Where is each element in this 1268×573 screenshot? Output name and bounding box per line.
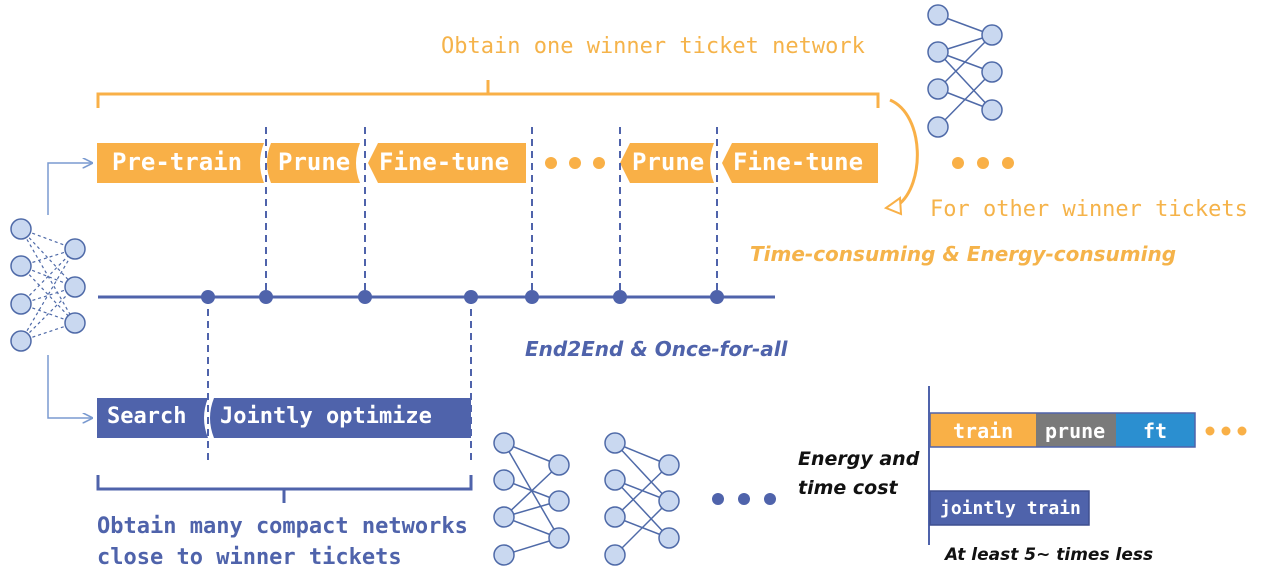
- stage-finetune-2-label: Fine-tune: [733, 148, 864, 176]
- axis-label-2: time cost: [798, 477, 898, 499]
- curved-arrow-icon: [889, 98, 919, 207]
- comparison-note: At least 5~ times less: [945, 545, 1154, 565]
- stage-jointly-shape: [210, 398, 471, 438]
- stage-prune-1-label: Prune: [278, 148, 351, 176]
- bar-train-segment: [930, 413, 1036, 447]
- top-pipeline: [97, 143, 878, 183]
- stage-finetune-1-label: Fine-tune: [379, 148, 510, 176]
- top-brace: [96, 80, 880, 108]
- cost-label: Time-consuming & Energy-consuming: [750, 242, 1177, 266]
- top-brace-label: Obtain one winner ticket network: [441, 34, 865, 59]
- ellipsis-icon: [712, 493, 776, 505]
- stage-search-label: Search: [107, 404, 187, 429]
- bottom-pipeline: [97, 398, 471, 438]
- bar-prune-segment: [1036, 413, 1116, 447]
- stage-search-shape: [97, 398, 208, 438]
- method-label: End2End & Once-for-all: [525, 337, 788, 361]
- stage-pretrain-shape: [97, 143, 264, 183]
- bar-train-label: train: [953, 419, 1014, 443]
- stage-prune-2-shape: [620, 143, 714, 183]
- ellipsis-icon: [545, 157, 605, 169]
- bottom-brace-label-2: close to winner tickets: [97, 545, 402, 570]
- stage-finetune-1-shape: [368, 143, 526, 183]
- bottom-brace: [96, 475, 473, 503]
- timeline-dots: [201, 290, 724, 304]
- network-icon: [927, 4, 1003, 138]
- bar-jointly-train: [929, 490, 1090, 526]
- stage-prune-2-label: Prune: [632, 148, 705, 176]
- ellipsis-icon: [1205, 426, 1247, 436]
- stage-jointly-label: Jointly optimize: [220, 404, 432, 429]
- bar-jointly-train-label: jointly train: [940, 498, 1081, 519]
- input-arrows: [47, 163, 92, 418]
- bar-ft-label: ft: [1143, 419, 1168, 443]
- other-tickets-label: For other winner tickets: [930, 197, 1248, 222]
- curved-arrow-head: [883, 196, 903, 216]
- stage-finetune-2-shape: [722, 143, 878, 183]
- bar-prune-label: prune: [1045, 419, 1106, 443]
- network-icon: [10, 218, 86, 352]
- bottom-brace-label-1: Obtain many compact networks: [97, 514, 468, 539]
- axis-label-1: Energy and: [798, 448, 920, 470]
- ellipsis-icon: [952, 157, 1014, 169]
- bar-traditional: [929, 412, 1196, 448]
- bar-ft-segment: [1116, 413, 1195, 447]
- stage-pretrain-label: Pre-train: [112, 148, 243, 176]
- network-icon: [493, 432, 570, 566]
- network-icon: [604, 432, 680, 566]
- stage-prune-1-shape: [267, 143, 360, 183]
